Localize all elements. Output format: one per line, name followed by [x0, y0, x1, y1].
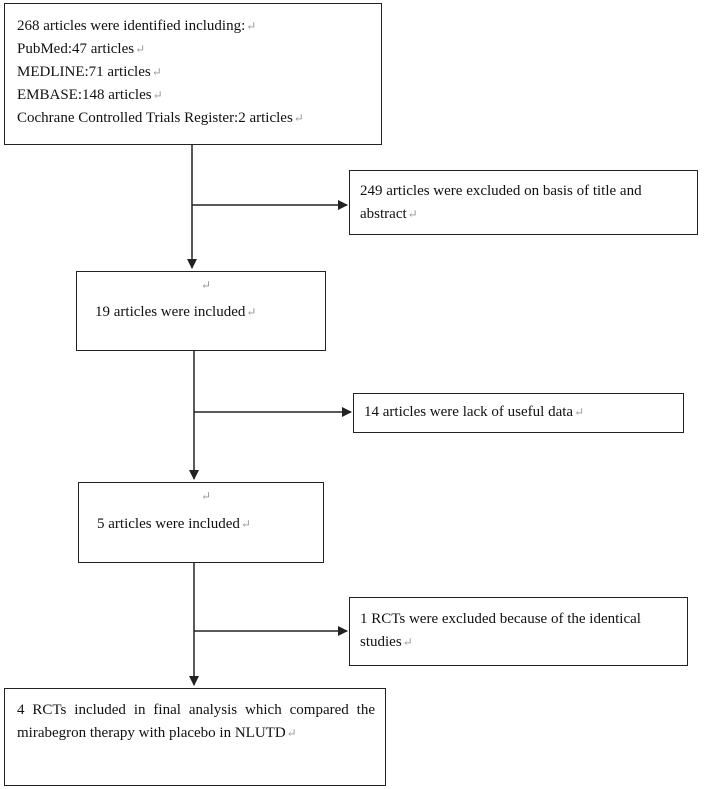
box-lack-useful-data: 14 articles were lack of useful data↵ [353, 393, 684, 433]
box-included-19: ↵ 19 articles were included↵ [76, 271, 326, 351]
return-mark-icon: ↵ [407, 207, 418, 221]
box-included-5: ↵ 5 articles were included↵ [78, 482, 324, 563]
return-mark-icon: ↵ [293, 111, 304, 125]
return-mark-icon: ↵ [574, 405, 585, 419]
return-mark-icon: ↵ [152, 88, 163, 102]
return-mark-icon: ↵ [246, 19, 257, 33]
return-mark-icon: ↵ [240, 517, 251, 531]
return-mark-icon: ↵ [135, 42, 146, 56]
identified-line-medline: MEDLINE:71 articles↵ [17, 64, 162, 80]
return-mark-icon: ↵ [286, 726, 297, 740]
identified-line-cochrane: Cochrane Controlled Trials Register:2 ar… [17, 110, 304, 126]
box-final-analysis: 4 RCTs included in final analysis which … [4, 688, 386, 786]
box-excluded-title-abstract: 249 articles were excluded on basis of t… [349, 170, 698, 235]
lack-useful-data-text: 14 articles were lack of useful data↵ [364, 404, 585, 420]
return-mark-icon: ↵ [246, 305, 257, 319]
identified-line-embase: EMBASE:148 articles↵ [17, 87, 163, 103]
return-mark-icon: ↵ [201, 278, 212, 292]
box-excluded-identical: 1 RCTs were excluded because of the iden… [349, 597, 688, 666]
included-5-text: 5 articles were included↵ [97, 516, 251, 532]
return-mark-icon: ↵ [201, 489, 212, 503]
identified-line-pubmed: PubMed:47 articles↵ [17, 41, 146, 57]
included-19-text: 19 articles were included↵ [95, 304, 257, 320]
box-identified: 268 articles were identified including:↵… [4, 3, 382, 145]
return-mark-icon: ↵ [402, 635, 413, 649]
identified-line-total: 268 articles were identified including:↵ [17, 18, 257, 34]
return-mark-icon: ↵ [151, 65, 162, 79]
